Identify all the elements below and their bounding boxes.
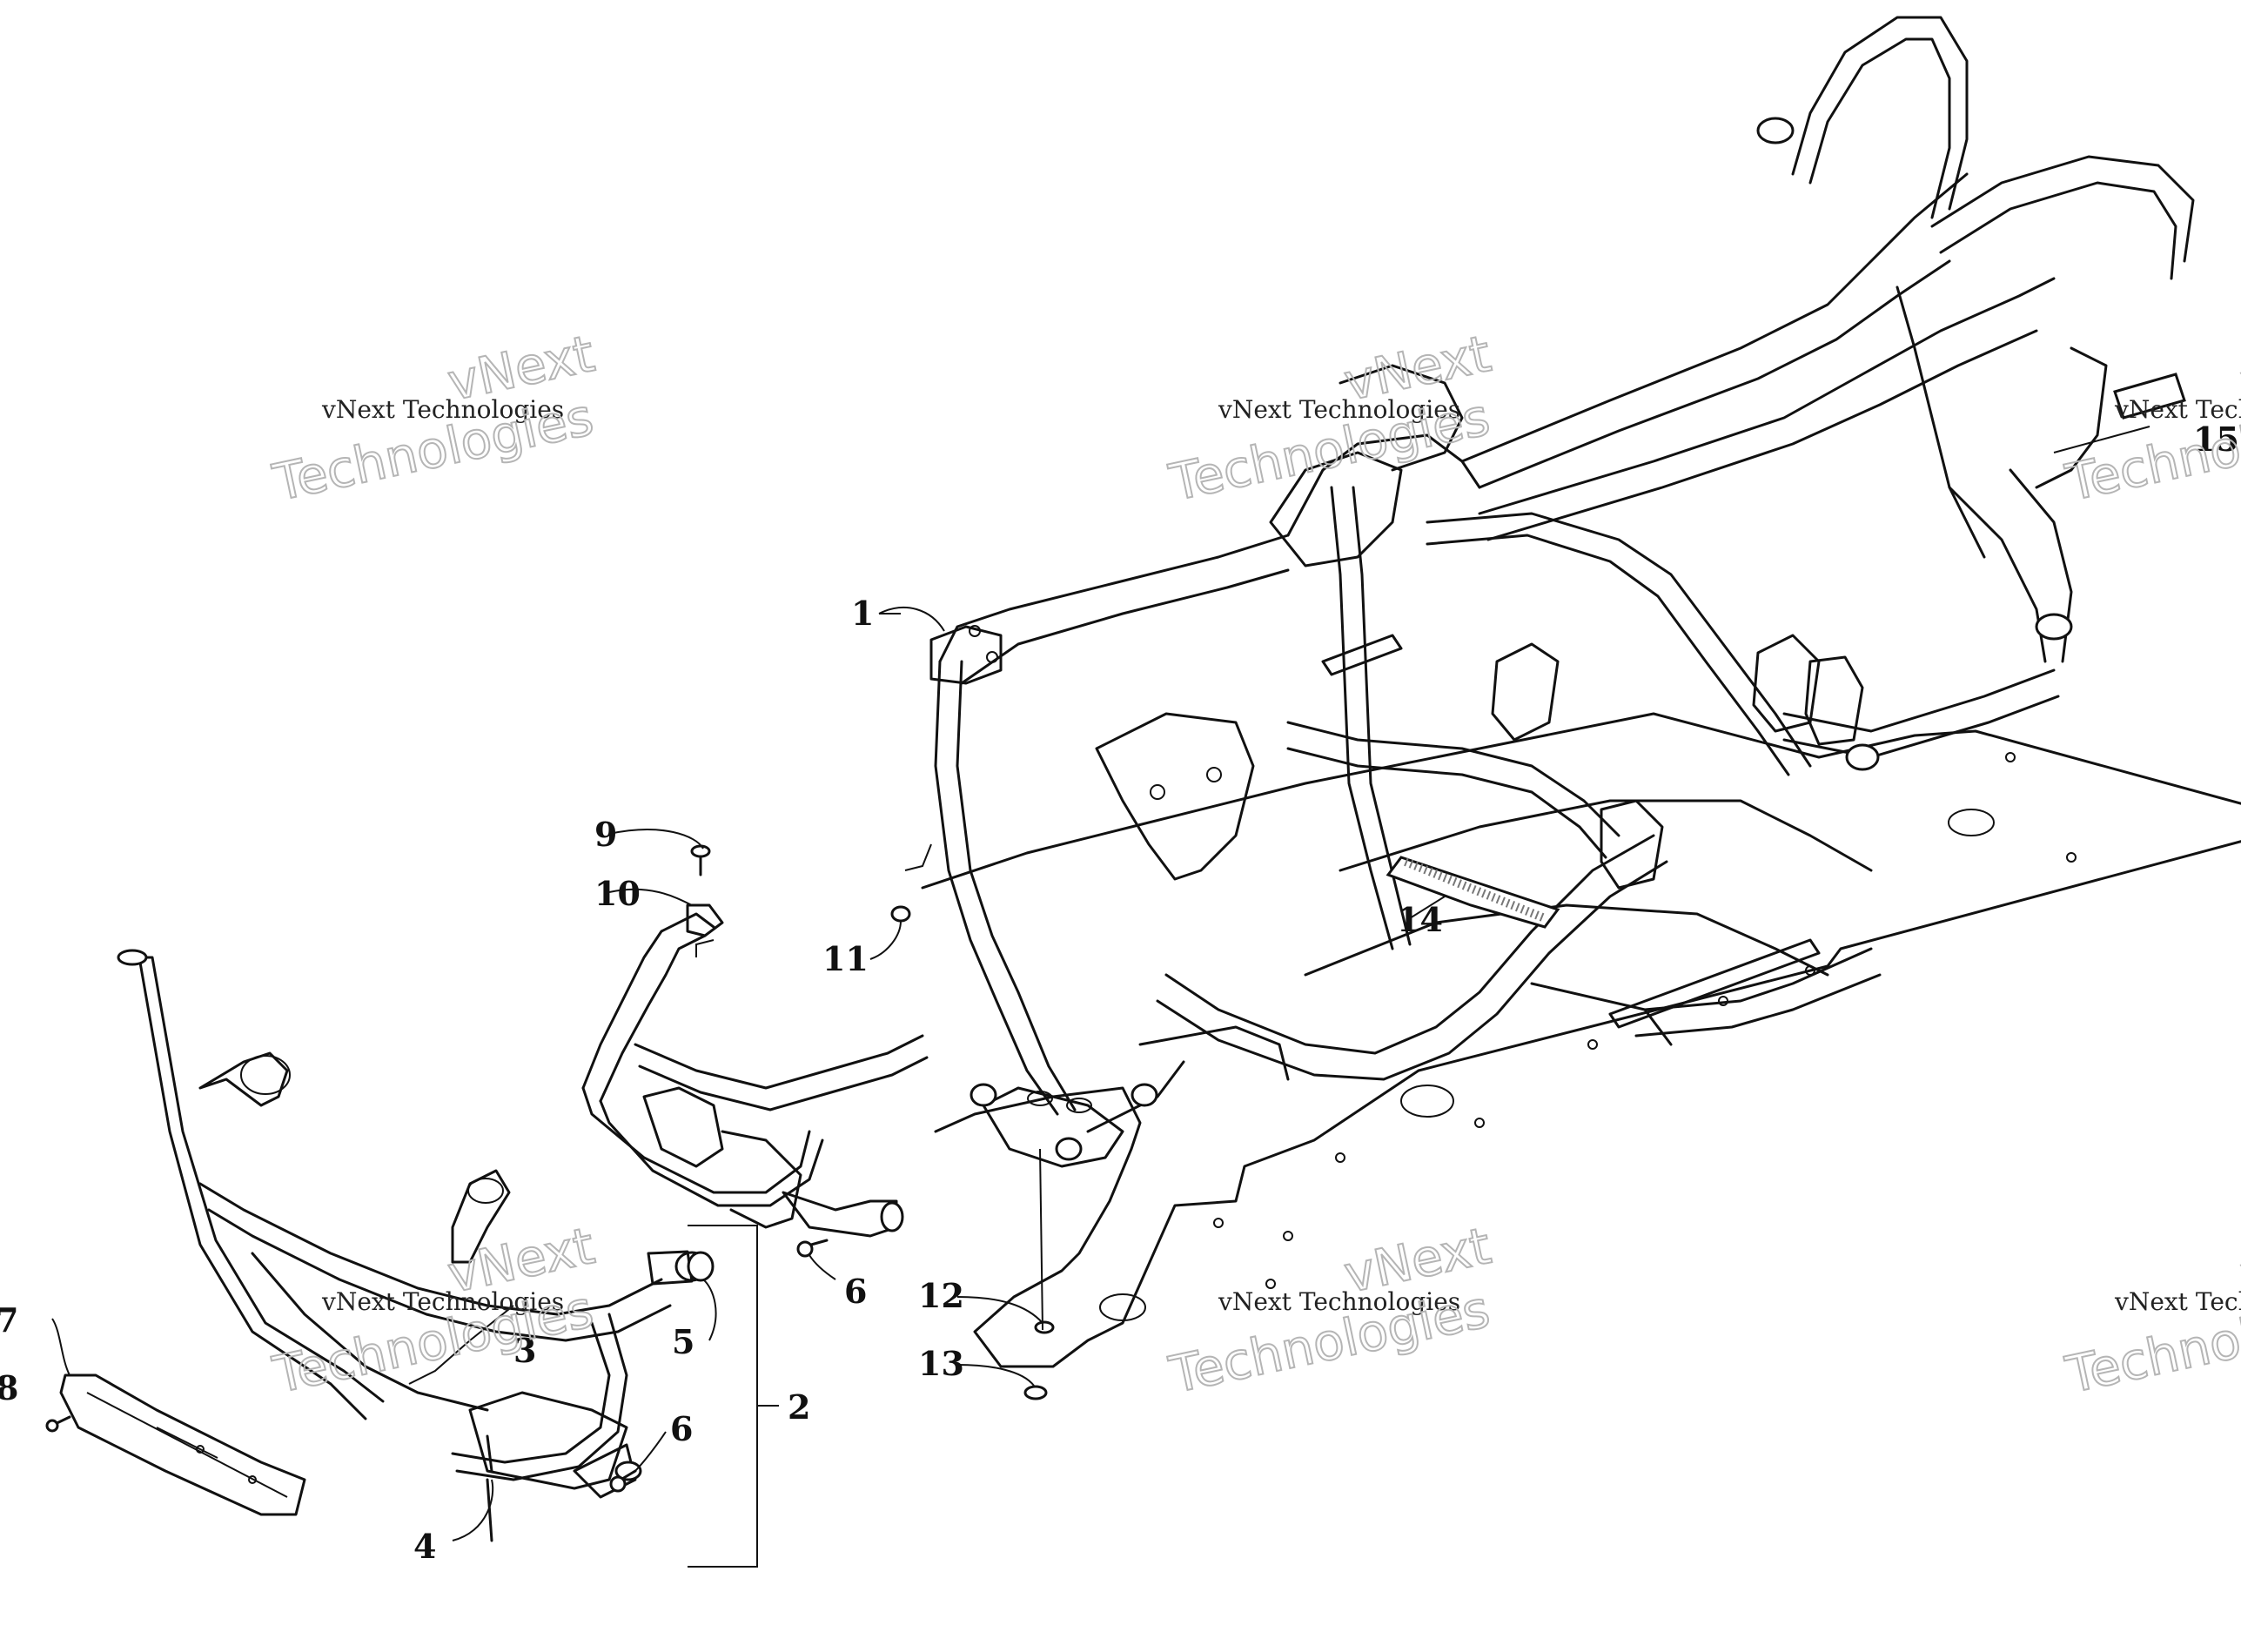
watermark-5: vNext Technologies vNext Technologies — [1164, 1215, 1497, 1406]
callout-9: 9 — [594, 815, 617, 854]
main-frame — [929, 16, 2195, 1168]
callout-5: 5 — [672, 1322, 694, 1361]
callout-3: 3 — [513, 1331, 536, 1370]
callouts: 1 2 3 4 5 6 6 7 8 9 10 11 12 13 14 15 — [0, 420, 2239, 1566]
callout-4: 4 — [413, 1527, 436, 1566]
watermarks: vNext Technologies vNext Technologies vN… — [267, 323, 2241, 1406]
watermark-1: vNext Technologies vNext Technologies — [267, 323, 601, 514]
watermark-4: vNext Technologies vNext Technologies — [267, 1215, 601, 1406]
hardware — [486, 844, 1055, 1542]
watermark-small-text: vNext Technologies — [1218, 395, 1460, 424]
callout-6-upper: 6 — [844, 1272, 867, 1311]
watermark-6: vNext Technologies vNext Technologies — [2060, 1215, 2241, 1406]
callout-11: 11 — [822, 939, 869, 978]
watermark-3: vNext Technologies vNext Technologies — [2060, 323, 2241, 514]
watermark-2: vNext Technologies vNext Technologies — [1164, 323, 1497, 514]
watermark-small-text: vNext Technologies — [1218, 1287, 1460, 1316]
watermark-big-text-1: vNext — [2236, 1216, 2241, 1305]
callout-15: 15 — [2193, 420, 2239, 459]
callout-13: 13 — [918, 1344, 964, 1383]
leader-lines — [51, 426, 2150, 1568]
callout-1: 1 — [851, 594, 874, 633]
callout-7: 7 — [0, 1300, 18, 1340]
skid-plate — [921, 712, 2241, 1368]
callout-10: 10 — [594, 874, 641, 913]
callout-6-lower: 6 — [670, 1409, 693, 1448]
callout-8: 8 — [0, 1368, 18, 1407]
front-bumper-upper — [581, 903, 929, 1238]
callout-2: 2 — [788, 1387, 810, 1427]
callout-14: 14 — [1397, 900, 1443, 939]
watermark-small-text: vNext Technologies — [321, 395, 564, 424]
watermark-big-text-1: vNext — [2236, 324, 2241, 413]
callout-12: 12 — [918, 1276, 964, 1315]
watermark-small-text: vNext Technologies — [2114, 1287, 2241, 1316]
watermark-small-text: vNext Technologies — [2114, 395, 2241, 424]
front-bumper-lower — [45, 949, 709, 1516]
watermark-small-text: vNext Technologies — [321, 1287, 564, 1316]
